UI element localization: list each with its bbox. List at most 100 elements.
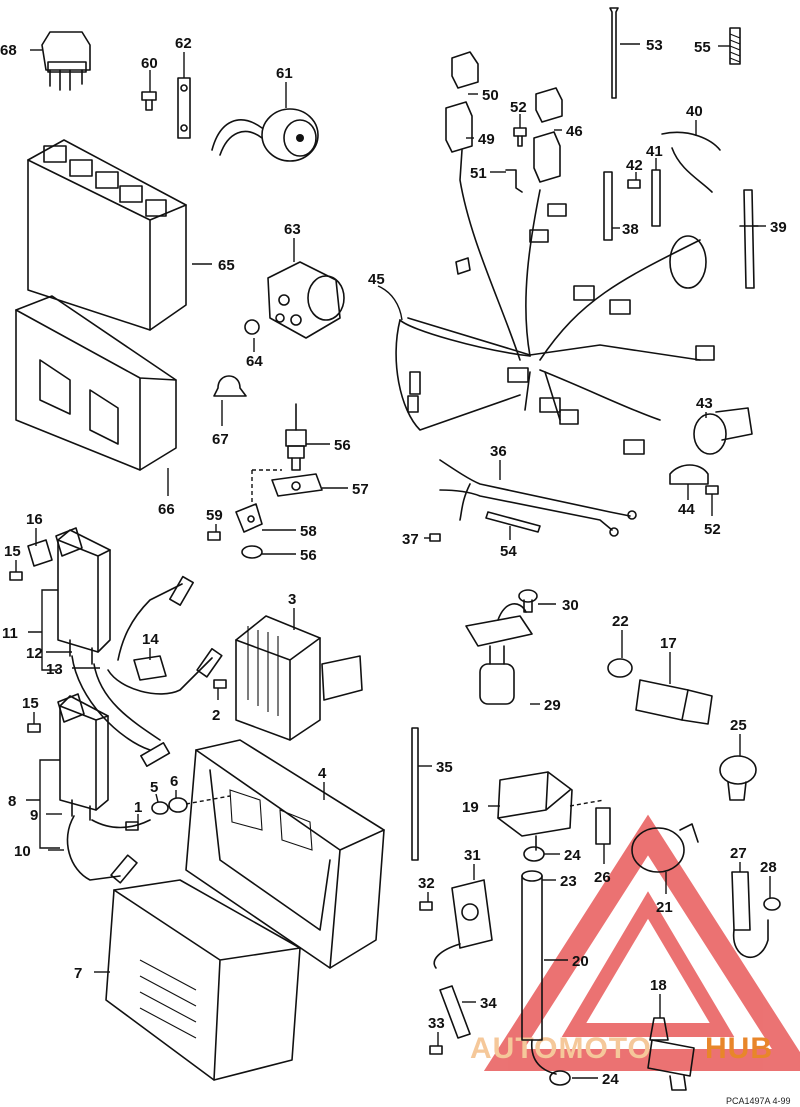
callout-59: 59 (206, 507, 223, 524)
callout-31: 31 (464, 847, 481, 864)
callout-67: 67 (212, 431, 229, 448)
part-22-washer (607, 658, 633, 678)
part-12-13-leads (71, 575, 223, 767)
callout-65: 65 (218, 257, 235, 274)
part-4-electrical-box (185, 739, 385, 969)
part-16-clip (27, 539, 53, 567)
part-54-rod (485, 511, 541, 533)
callout-32: 32 (418, 875, 435, 892)
callout-33: 33 (428, 1015, 445, 1032)
part-63-relay-block (267, 261, 345, 339)
callout-34: 34 (480, 995, 497, 1012)
watermark-text-dark: HUB (705, 1032, 773, 1065)
callout-22: 22 (612, 613, 629, 630)
part-52-screw (513, 127, 527, 147)
part-52-screw-b (705, 485, 719, 495)
callout-64: 64 (246, 353, 263, 370)
dashed-guide-57 (251, 469, 282, 506)
part-67-clamp (213, 375, 247, 397)
callout-13: 13 (46, 661, 63, 678)
callout-11: 11 (2, 625, 18, 642)
part-56-switch (285, 403, 307, 471)
callout-52: 52 (510, 99, 527, 116)
part-27-bracket (731, 871, 769, 959)
part-62-bracket (177, 77, 191, 139)
part-55-spiral (729, 27, 741, 65)
part-7-cover (105, 879, 301, 1081)
callout-9: 9 (30, 807, 38, 824)
part-61-sensor (211, 108, 319, 162)
callout-37: 37 (402, 531, 419, 548)
callout-29: 29 (544, 697, 561, 714)
callout-35: 35 (436, 759, 453, 776)
watermark-text-light: AUTOMOTO (470, 1032, 652, 1065)
callout-14: 14 (142, 631, 159, 648)
part-59-screw (207, 531, 221, 541)
callout-5: 5 (150, 779, 158, 796)
callout-19: 19 (462, 799, 479, 816)
part-29-sensor (465, 603, 533, 705)
part-30-screw (518, 589, 538, 613)
callout-61: 61 (276, 65, 293, 82)
part-8-ignition-coil (57, 693, 151, 884)
callout-43: 43 (696, 395, 713, 412)
callout-54: 54 (500, 543, 517, 560)
callout-49: 49 (478, 131, 495, 148)
part-45-wiring-harness (395, 149, 715, 455)
part-37-screw (429, 533, 441, 542)
callout-36: 36 (490, 443, 507, 460)
callout-20: 20 (572, 953, 589, 970)
callout-4: 4 (318, 765, 327, 782)
part-21-sensor (631, 823, 699, 873)
part-6-grommet (168, 797, 188, 813)
callout-23: 23 (560, 873, 577, 890)
part-1-screw (125, 821, 139, 831)
part-51-clip (505, 169, 523, 193)
part-19-map-sensor (497, 771, 573, 851)
callout-57: 57 (352, 481, 369, 498)
callout-12: 12 (26, 645, 43, 662)
part-34-bracket (439, 985, 471, 1039)
leader-lines (15, 43, 771, 1079)
part-58-plate (235, 503, 263, 533)
part-14-clip (133, 655, 167, 681)
callout-6: 6 (170, 773, 178, 790)
callout-15b: 15 (22, 695, 39, 712)
callout-30: 30 (562, 597, 579, 614)
callout-44: 44 (678, 501, 695, 518)
part-42-screw (627, 179, 641, 189)
part-35-cable-tie (411, 727, 419, 861)
callout-58: 58 (300, 523, 317, 540)
callout-17: 17 (660, 635, 677, 652)
callout-10: 10 (14, 843, 31, 860)
part-41-bracket (651, 169, 661, 227)
callout-66: 66 (158, 501, 175, 518)
callout-51: 51 (470, 165, 487, 182)
callout-38: 38 (622, 221, 639, 238)
figure-code: PCA1497A 4-99 (726, 1096, 791, 1106)
callout-26: 26 (594, 869, 611, 886)
callout-55: 55 (694, 39, 711, 56)
part-15-screw (9, 571, 23, 581)
part-68-relay (41, 31, 91, 91)
part-39-bracket (739, 189, 759, 289)
callout-2: 2 (212, 707, 220, 724)
callout-1: 1 (134, 799, 142, 816)
part-5-washer (151, 801, 169, 815)
callout-62: 62 (175, 35, 192, 52)
callout-8: 8 (8, 793, 16, 810)
part-56-washer (241, 545, 263, 559)
callout-40: 40 (686, 103, 703, 120)
callout-42: 42 (626, 157, 643, 174)
part-32-screw (419, 901, 433, 911)
callout-24: 24 (564, 847, 581, 864)
watermark-text: AUTOMOTO HUB (470, 1032, 773, 1065)
part-31-throttle-sensor (433, 879, 493, 969)
part-40-wire (661, 131, 721, 193)
callout-41: 41 (646, 143, 663, 160)
part-49-connector (445, 101, 473, 153)
part-17-sensor (635, 679, 713, 725)
part-2-screw (213, 679, 227, 689)
callout-18: 18 (650, 977, 667, 994)
